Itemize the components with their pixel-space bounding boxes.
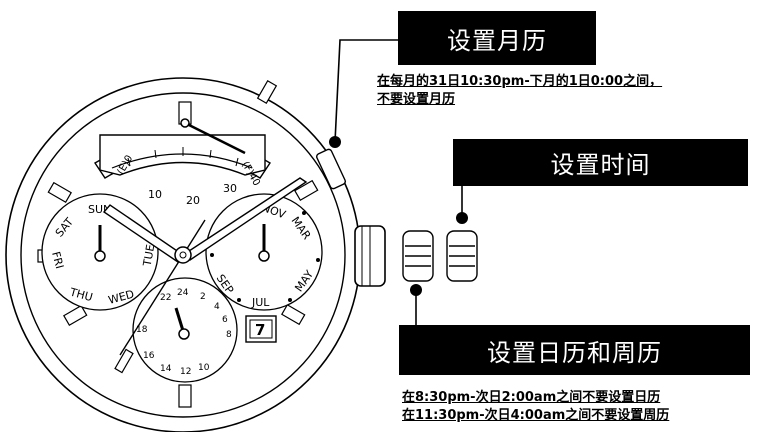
crown-position-2 <box>402 230 434 282</box>
crown-position-1 <box>446 230 478 282</box>
leader-month <box>334 39 400 143</box>
power-reserve-gauge <box>94 118 271 179</box>
label-set-time: 设置时间 <box>453 139 748 186</box>
gauge-tick-30: 30 <box>223 182 237 195</box>
hour24-4: 4 <box>214 302 220 312</box>
note-date-line1: 在8:30pm-次日2:00am之间不要设置日历 <box>402 390 661 405</box>
hour24-14: 14 <box>160 364 172 374</box>
weekday-fri: FRI <box>49 250 66 270</box>
weekday-thu: THU <box>68 285 95 304</box>
power-reserve-hand <box>184 121 246 155</box>
gauge-tick-20: 20 <box>186 194 200 207</box>
hour24-22: 22 <box>160 293 171 303</box>
hour24-24: 24 <box>177 288 189 298</box>
hour24-16: 16 <box>143 351 155 361</box>
month-crown[interactable] <box>316 148 347 190</box>
gauge-tick-10: 10 <box>148 188 162 201</box>
hour24-18: 18 <box>136 325 148 335</box>
label-set-month: 设置月历 <box>398 11 596 65</box>
hour24-12: 12 <box>180 367 191 377</box>
hour24-10: 10 <box>198 363 210 373</box>
date-window-value: 7 <box>255 321 265 339</box>
hour24-6: 6 <box>222 315 228 325</box>
month-jul: JUL <box>251 296 270 309</box>
watch-bezel <box>20 92 346 418</box>
note-month-line1: 在每月的31日10:30pm-下月的1日0:00之间， <box>377 74 663 89</box>
twentyfour-hour-subdial <box>132 277 238 383</box>
hour24-8: 8 <box>226 330 232 340</box>
main-crown[interactable] <box>354 225 386 287</box>
label-set-date-day: 设置日历和周历 <box>399 325 750 375</box>
note-month-line2: 不要设置月历 <box>377 92 456 107</box>
weekday-tue: TUE <box>141 243 158 268</box>
hour24-2: 2 <box>200 292 206 302</box>
note-date-line2: 在11:30pm-次日4:00am之间不要设置周历 <box>402 408 670 423</box>
main-hands <box>102 177 308 356</box>
